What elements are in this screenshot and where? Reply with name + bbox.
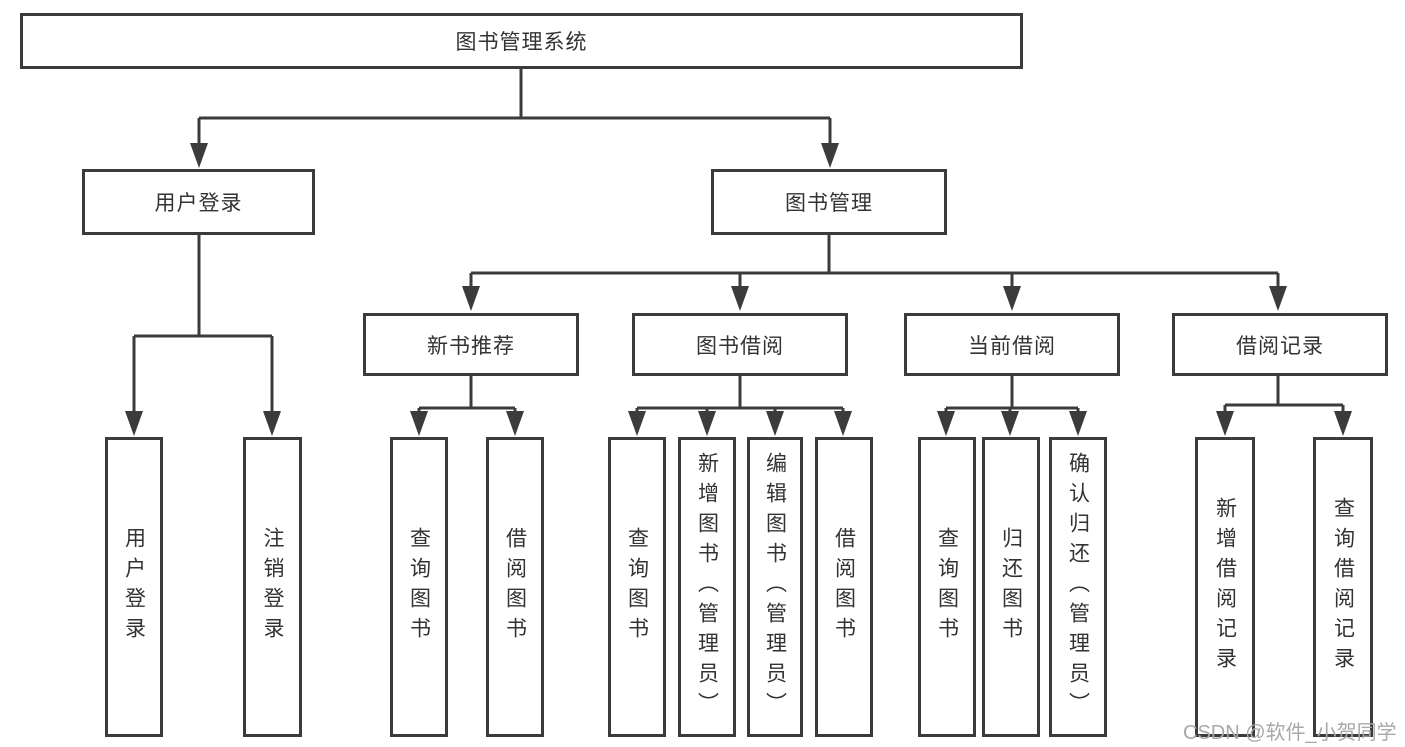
leaf-label: 用户登录 xyxy=(122,527,146,647)
node-label: 图书管理 xyxy=(785,192,873,215)
leaf-add-borrow-record: 新增借阅记录 xyxy=(1195,437,1255,737)
leaf-query-books: 查询图书 xyxy=(390,437,448,737)
leaf-borrow-books: 借阅图书 xyxy=(815,437,873,737)
leaf-label: 新增借阅记录 xyxy=(1213,497,1237,677)
node-label: 新书推荐 xyxy=(427,334,515,358)
node-label: 图书借阅 xyxy=(696,334,784,358)
node-book-borrow: 图书借阅 xyxy=(632,313,848,376)
leaf-label: 查询图书 xyxy=(407,527,431,647)
node-book-management: 图书管理 xyxy=(711,169,947,235)
csdn-watermark: CSDN @软件_小贺同学 xyxy=(1183,722,1397,744)
leaf-label: 借阅图书 xyxy=(832,527,856,647)
node-new-book-recommend: 新书推荐 xyxy=(363,313,579,376)
leaf-label: 查询图书 xyxy=(935,527,959,647)
node-current-borrow: 当前借阅 xyxy=(904,313,1120,376)
leaf-add-books-admin: 新增图书（管理员） xyxy=(678,437,736,737)
arrowheads xyxy=(125,143,1352,436)
leaf-label: 查询借阅记录 xyxy=(1331,497,1355,677)
leaf-label: 注销登录 xyxy=(261,527,284,647)
leaf-user-login: 用户登录 xyxy=(105,437,163,737)
node-label: 图书管理系统 xyxy=(455,31,588,54)
leaf-label: 借阅图书 xyxy=(503,527,527,647)
node-borrow-records: 借阅记录 xyxy=(1172,313,1388,376)
leaf-label: 归还图书 xyxy=(999,527,1023,647)
leaf-borrow-books: 借阅图书 xyxy=(486,437,544,737)
leaf-label: 查询图书 xyxy=(625,527,649,647)
leaf-logout: 注销登录 xyxy=(243,437,302,737)
node-label: 用户登录 xyxy=(154,192,243,215)
leaf-query-books: 查询图书 xyxy=(608,437,666,737)
leaf-query-books: 查询图书 xyxy=(918,437,976,737)
leaf-query-borrow-record: 查询借阅记录 xyxy=(1313,437,1373,737)
leaf-label: 编辑图书（管理员） xyxy=(763,452,787,722)
leaf-confirm-return-admin: 确认归还（管理员） xyxy=(1049,437,1107,737)
leaf-label: 新增图书（管理员） xyxy=(695,452,719,722)
node-user-login: 用户登录 xyxy=(82,169,315,235)
leaf-label: 确认归还（管理员） xyxy=(1066,452,1090,722)
leaf-return-books: 归还图书 xyxy=(982,437,1040,737)
node-library-management-system: 图书管理系统 xyxy=(20,13,1023,69)
node-label: 当前借阅 xyxy=(968,334,1056,358)
node-label: 借阅记录 xyxy=(1236,334,1324,358)
leaf-edit-books-admin: 编辑图书（管理员） xyxy=(747,437,803,737)
